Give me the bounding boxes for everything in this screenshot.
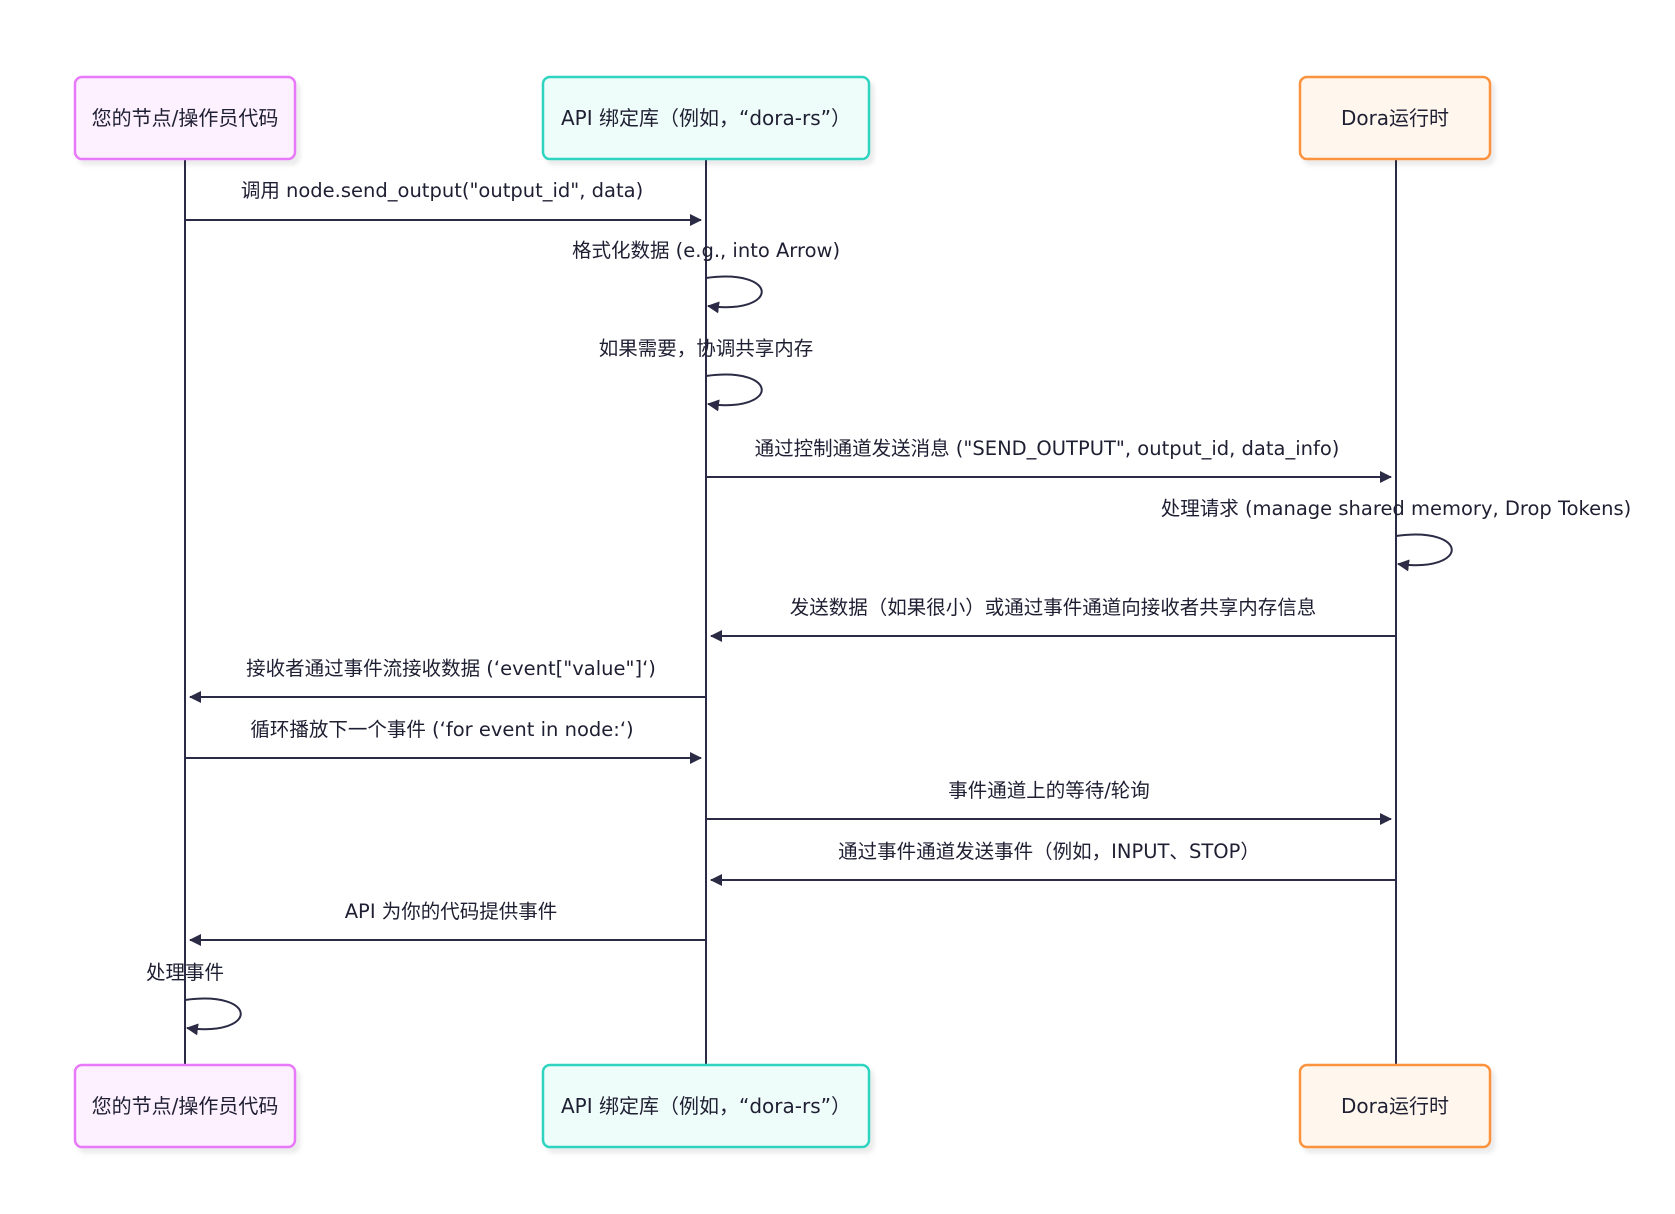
actor-top-node: 您的节点/操作员代码 — [73, 75, 297, 161]
actor-label-node: 您的节点/操作员代码 — [92, 106, 279, 130]
actor-box — [1298, 75, 1492, 161]
actor-bottom-runtime: Dora运行时 — [1298, 1063, 1492, 1149]
messages: 调用 node.send_output("output_id", data) 格… — [146, 179, 1632, 1036]
actor-label-api: API 绑定库（例如，“dora-rs”） — [561, 1094, 851, 1118]
actor-label-api: API 绑定库（例如，“dora-rs”） — [561, 106, 851, 130]
actor-box — [1298, 1063, 1492, 1149]
actor-box — [541, 1063, 871, 1149]
actor-bottom-node: 您的节点/操作员代码 — [73, 1063, 297, 1149]
message-label-1: 调用 node.send_output("output_id", data) — [241, 179, 643, 202]
message-label-2: 格式化数据 (e.g., into Arrow) — [572, 239, 840, 262]
actor-label-runtime: Dora运行时 — [1341, 106, 1449, 130]
actor-label-node: 您的节点/操作员代码 — [92, 1094, 279, 1118]
message-self-loop-3 — [705, 373, 763, 412]
message-label-12: 处理事件 — [146, 961, 224, 984]
message-label-5: 处理请求 (manage shared memory, Drop Tokens) — [1161, 497, 1632, 520]
actor-box — [73, 1063, 297, 1149]
message-self-loop-12 — [184, 997, 242, 1036]
actor-box — [541, 75, 871, 161]
message-label-4: 通过控制通道发送消息 ("SEND_OUTPUT", output_id, da… — [755, 437, 1340, 460]
actor-bottom-api: API 绑定库（例如，“dora-rs”） — [541, 1063, 871, 1149]
message-label-3: 如果需要，协调共享内存 — [599, 337, 814, 360]
actor-top-runtime: Dora运行时 — [1298, 75, 1492, 161]
message-label-10: 通过事件通道发送事件（例如，INPUT、STOP） — [838, 840, 1260, 863]
message-label-9: 事件通道上的等待/轮询 — [948, 779, 1150, 802]
message-self-loop-5 — [1395, 533, 1453, 572]
message-label-6: 发送数据（如果很小）或通过事件通道向接收者共享内存信息 — [790, 596, 1317, 619]
actor-box — [73, 75, 297, 161]
message-label-11: API 为你的代码提供事件 — [345, 900, 558, 923]
message-self-loop-2 — [705, 275, 763, 314]
message-label-7: 接收者通过事件流接收数据 (‘event["value"]‘) — [246, 657, 656, 680]
message-label-8: 循环播放下一个事件 (‘for event in node:‘) — [250, 718, 633, 741]
actor-top-api: API 绑定库（例如，“dora-rs”） — [541, 75, 871, 161]
lifelines — [184, 160, 1397, 1065]
actor-label-runtime: Dora运行时 — [1341, 1094, 1449, 1118]
